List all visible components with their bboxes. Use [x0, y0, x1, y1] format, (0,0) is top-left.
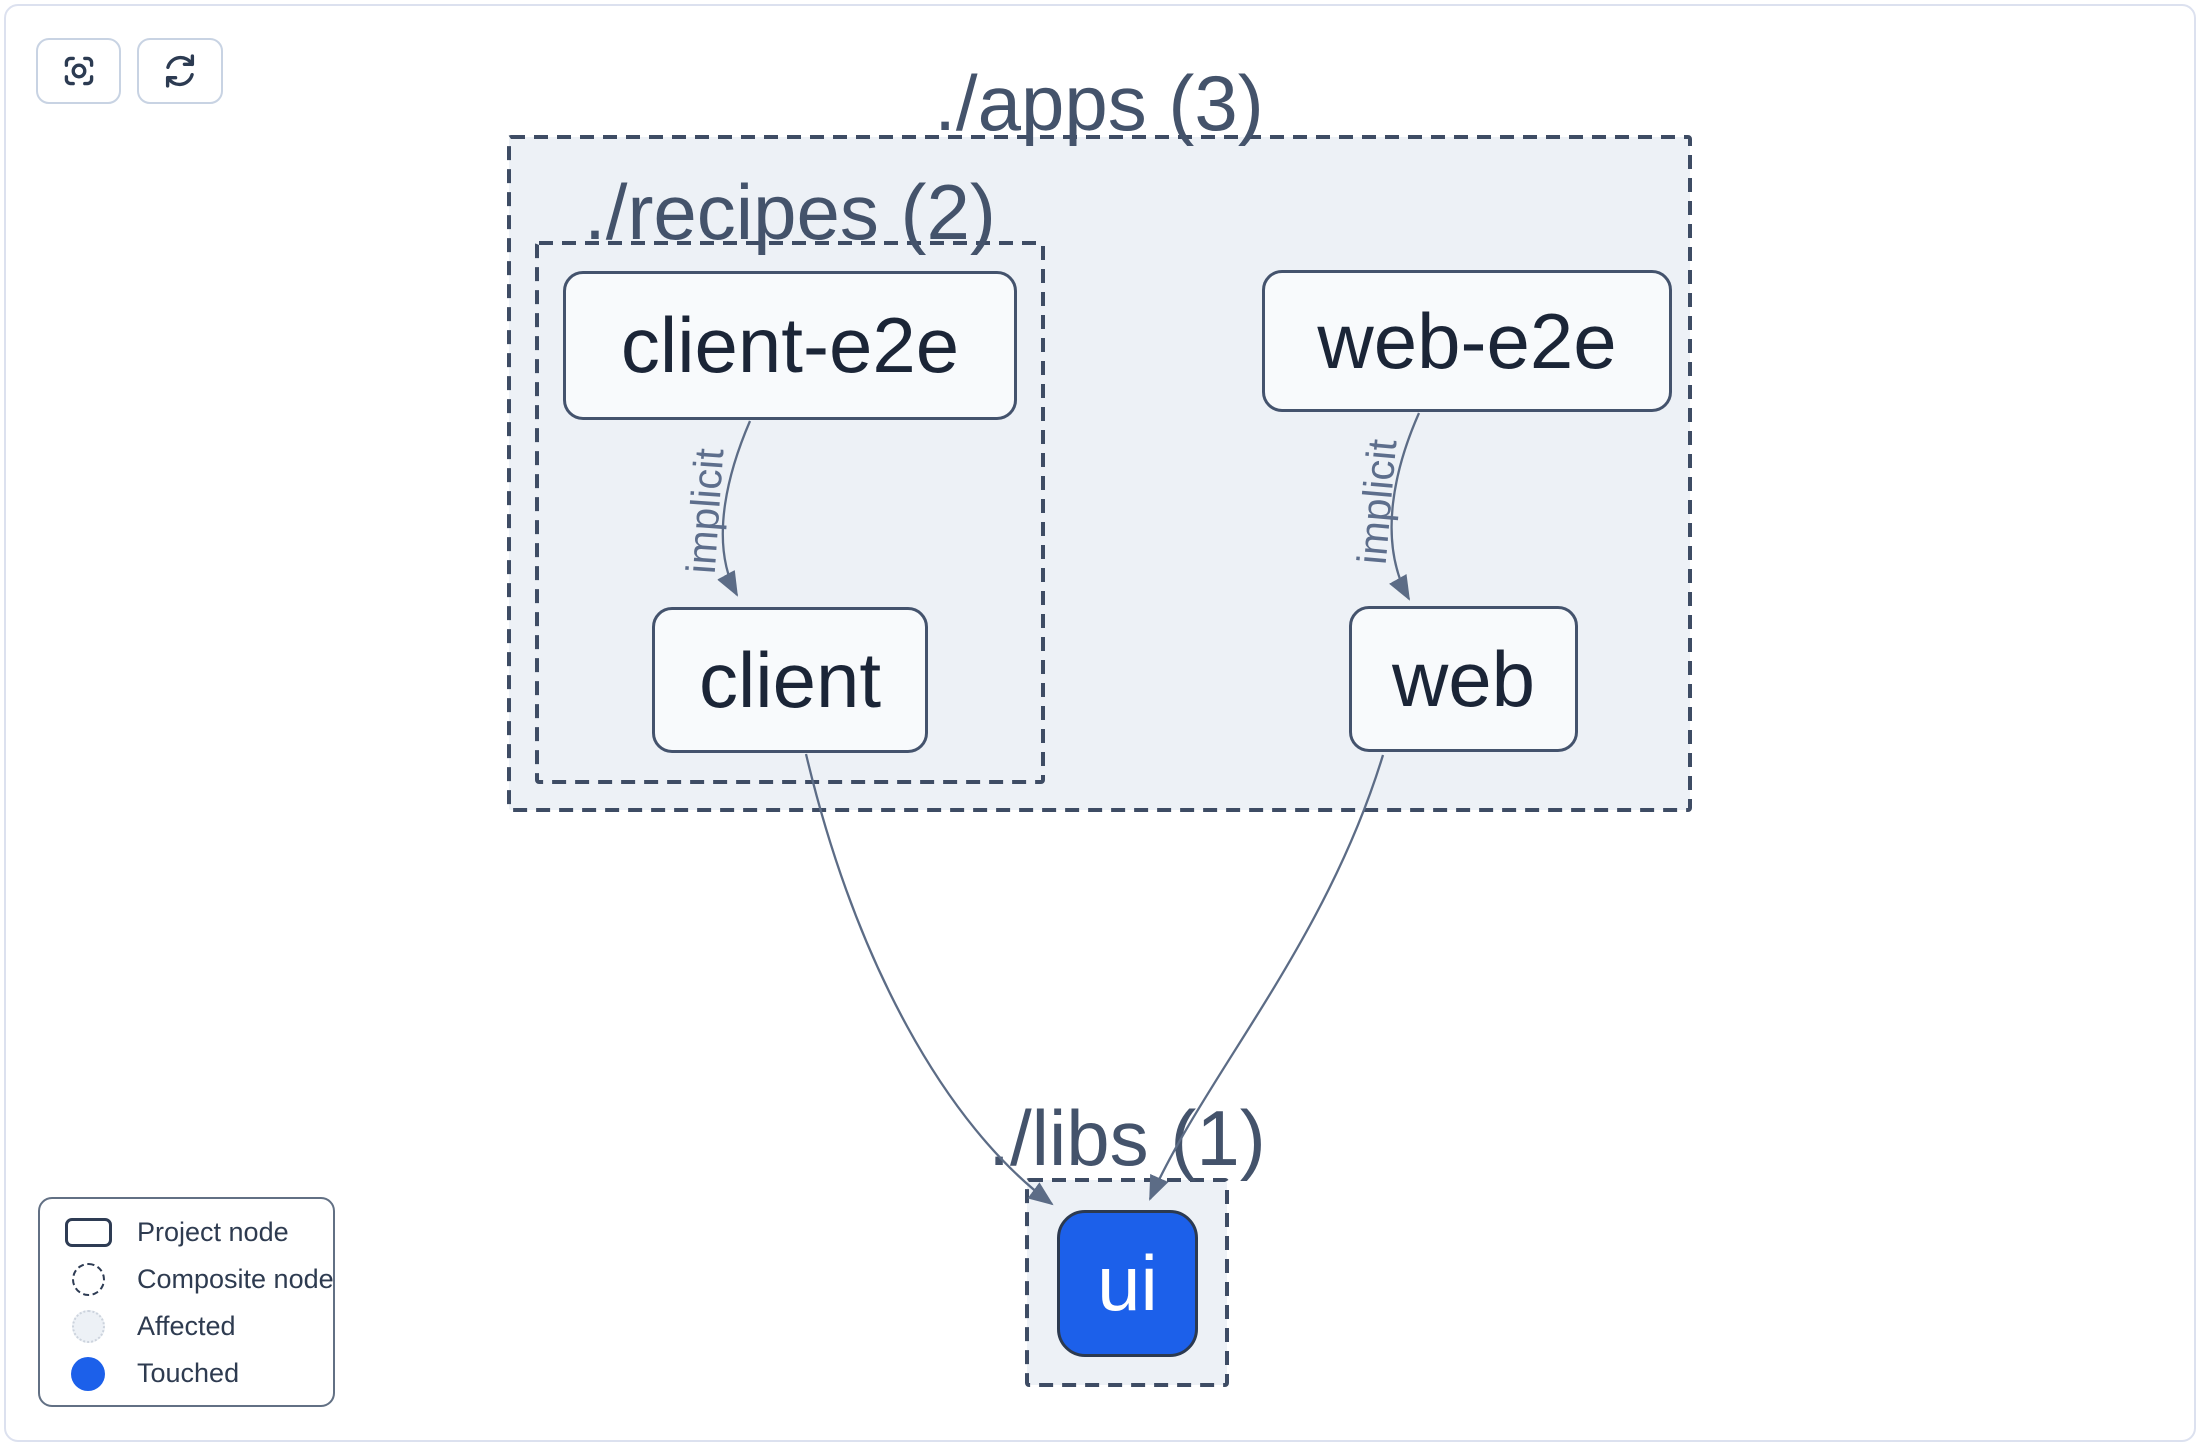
legend-row-project-node: Project node: [64, 1209, 333, 1256]
touched-swatch: [71, 1356, 105, 1391]
edge-web-e2e-to-web[interactable]: [1389, 412, 1421, 601]
project-node-ui[interactable]: ui: [1057, 1210, 1198, 1357]
edge-client-to-ui[interactable]: [804, 753, 1054, 1206]
legend-label: Affected: [137, 1311, 236, 1341]
legend-row-touched: Touched: [64, 1350, 333, 1397]
group-label-apps[interactable]: ./apps (3): [934, 59, 1264, 147]
project-node-label: web-e2e: [1317, 296, 1617, 385]
affected-swatch: [71, 1310, 105, 1343]
project-node-label: client: [698, 635, 882, 724]
project-node-swatch: [64, 1218, 112, 1247]
project-node-label: client-e2e: [620, 301, 960, 389]
legend-row-affected: Affected: [64, 1303, 333, 1350]
project-node-label: ui: [1097, 1239, 1158, 1327]
center-graph-button[interactable]: [36, 38, 121, 104]
project-node-label: web: [1391, 634, 1536, 723]
legend-label: Touched: [137, 1358, 240, 1388]
refresh-icon: [165, 54, 195, 88]
legend-label: Project node: [137, 1217, 289, 1247]
project-node-client[interactable]: client: [652, 607, 928, 753]
legend-row-composite-node: Composite node: [64, 1256, 334, 1303]
project-node-web[interactable]: web: [1349, 606, 1578, 752]
crosshair-focus-icon: [64, 56, 93, 86]
refresh-graph-button[interactable]: [137, 38, 223, 104]
project-node-client-e2e[interactable]: client-e2e: [563, 271, 1017, 420]
edge-client-e2e-to-client[interactable]: [717, 420, 752, 597]
composite-node-swatch: [71, 1263, 105, 1296]
group-label-libs[interactable]: ./libs (1): [988, 1094, 1266, 1182]
project-node-web-e2e[interactable]: web-e2e: [1262, 270, 1672, 412]
group-label-recipes[interactable]: ./recipes (2): [584, 168, 996, 256]
legend-label: Composite node: [137, 1264, 334, 1294]
edge-web-to-ui[interactable]: [1148, 754, 1385, 1201]
legend: Project node Composite node Affected Tou…: [38, 1197, 335, 1407]
